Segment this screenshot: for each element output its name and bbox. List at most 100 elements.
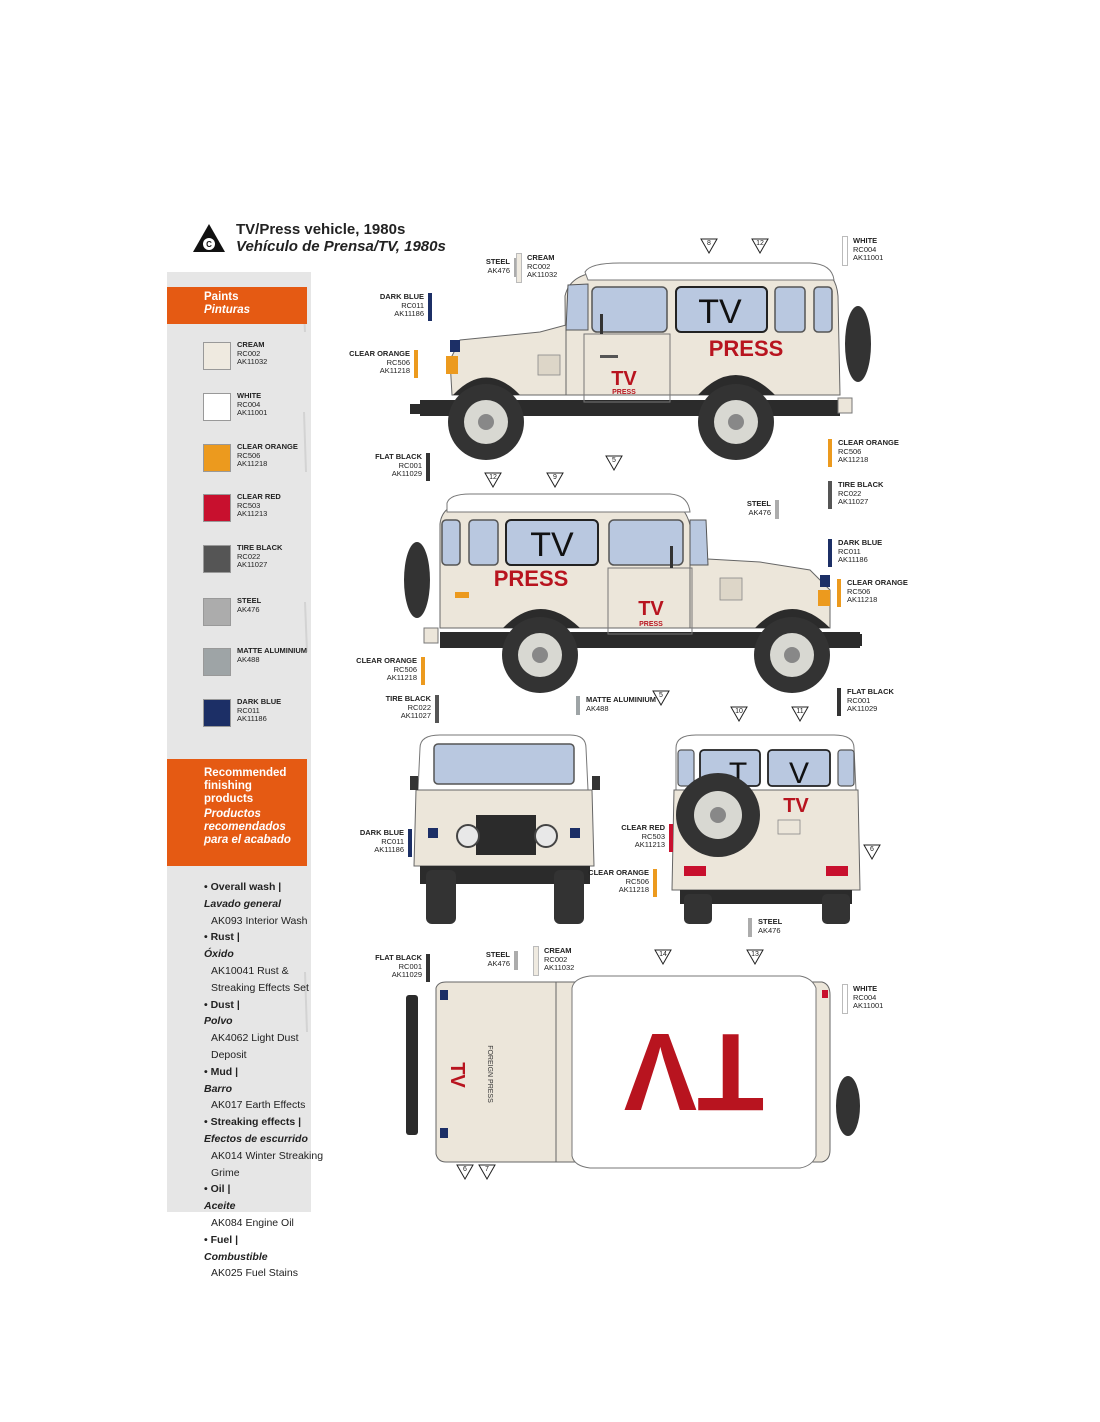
paint-name: DARK BLUE [237,697,282,706]
paint-callout-code: RC506 [386,357,410,367]
rear-window-v: V [789,757,809,790]
paint-name: TIRE BLACK [237,543,283,552]
paint-callout-code: AK11029 [391,469,422,478]
paint-callout-code: RC004 [853,244,877,254]
paint-callout-color-bar [576,696,580,715]
finishing-label-es: Productos recomendados para el acabado [204,808,291,846]
paint-callout-code: RC011 [381,836,404,846]
paint-code: RC004 [237,399,261,409]
scheme-letter-icon: C [193,224,225,252]
paint-callout-color-bar [775,500,779,519]
vehicle-right-side-view: TV PRESS TV PRESS [404,493,862,693]
paint-callout-color-bar [828,439,832,467]
paint-code: AK11001 [237,408,268,417]
paint-swatch-color [203,393,231,421]
paint-code: RC002 [237,348,261,358]
vehicle-front-view [410,734,600,924]
paint-callout-color-bar [533,946,539,976]
decal-number-marker: 14 [654,949,672,965]
triangle-marker-icon [484,472,502,488]
paint-callout-color-bar [842,984,848,1014]
paint-name: CLEAR ORANGE [237,442,298,451]
triangle-marker-icon [700,238,718,254]
paint-callout-color-bar [408,829,412,857]
paint-callout-code: AK476 [758,925,781,935]
paint-callout-name: WHITE [853,984,878,993]
finishing-category: • Mud | [204,1065,239,1078]
finishing-category-es: Barro [204,1082,233,1095]
paint-callout-code: AK11001 [853,253,884,262]
paint-callout-code: AK11213 [634,840,665,849]
paint-callout-code: AK11027 [400,711,431,720]
decal-number: 6 [463,1166,467,1173]
decal-number: 10 [735,708,743,715]
paints-header: Paints Pinturas [167,287,307,324]
paint-callout-color-bar [516,253,522,283]
finishing-category-es: Óxido [204,948,234,961]
paint-callout-name: STEEL [758,917,783,926]
paint-callout-code: AK11186 [394,309,424,318]
decal-number: 7 [485,1166,489,1173]
decal-number-marker: 10 [730,706,748,722]
decal-number: 6 [870,846,874,853]
paint-callout-code: AK476 [487,958,510,968]
finishing-product: AK084 Engine Oil [211,1216,294,1229]
decal-number-marker: 5 [605,455,623,471]
rear-tv-text: TV [783,795,809,817]
finishing-product: AK4062 Light Dust Deposit [211,1032,299,1061]
finishing-category-es: Polvo [204,1015,233,1028]
paint-callout-name: CLEAR ORANGE [838,438,899,447]
paint-callout-code: AK11218 [838,455,869,464]
paint-callout-code: RC004 [853,992,877,1002]
finishing-category: • Streaking effects | [204,1116,302,1129]
top-hood-tv-text: TV [446,1062,468,1088]
finishing-product: AK10041 Rust & Streaking Effects Set [211,964,309,994]
decal-number-marker: 7 [478,1164,496,1180]
paint-callout-name: STEEL [746,499,771,508]
paint-callout-name: CLEAR ORANGE [356,656,417,665]
paint-code: AK11186 [237,714,267,723]
side-press-text: PRESS [709,336,784,361]
finishing-header: Recommended finishing products Productos… [167,759,307,866]
decal-number-marker: 12 [751,238,769,254]
paint-name: WHITE [237,391,262,400]
paint-callout-code: RC506 [625,876,649,886]
paint-callout-code: RC022 [838,488,862,498]
sidebar-panel [167,272,311,1212]
paint-callout-color-bar [414,350,418,378]
paint-callout-name: FLAT BLACK [375,953,422,962]
paint-callout-code: RC503 [641,831,665,841]
paint-swatch-color [203,444,231,472]
paint-callout-code: RC002 [527,261,551,271]
triangle-marker-icon [654,949,672,965]
paint-name: STEEL [237,596,262,605]
paint-callout-name: STEEL [485,257,510,266]
window-tv-text-2: TV [530,526,574,564]
triangle-marker-icon [791,706,809,722]
paint-callout-code: RC506 [847,586,871,596]
paint-code: AK11218 [237,459,268,468]
paint-callout-code: AK11029 [847,704,878,713]
vehicle-top-view: TV FOREIGN PRESS TV [406,975,860,1169]
decal-number-marker: 8 [700,238,718,254]
decal-number: 9 [553,474,557,481]
paint-callout-code: AK11001 [853,1001,884,1010]
paint-callout-name: FLAT BLACK [375,452,422,461]
